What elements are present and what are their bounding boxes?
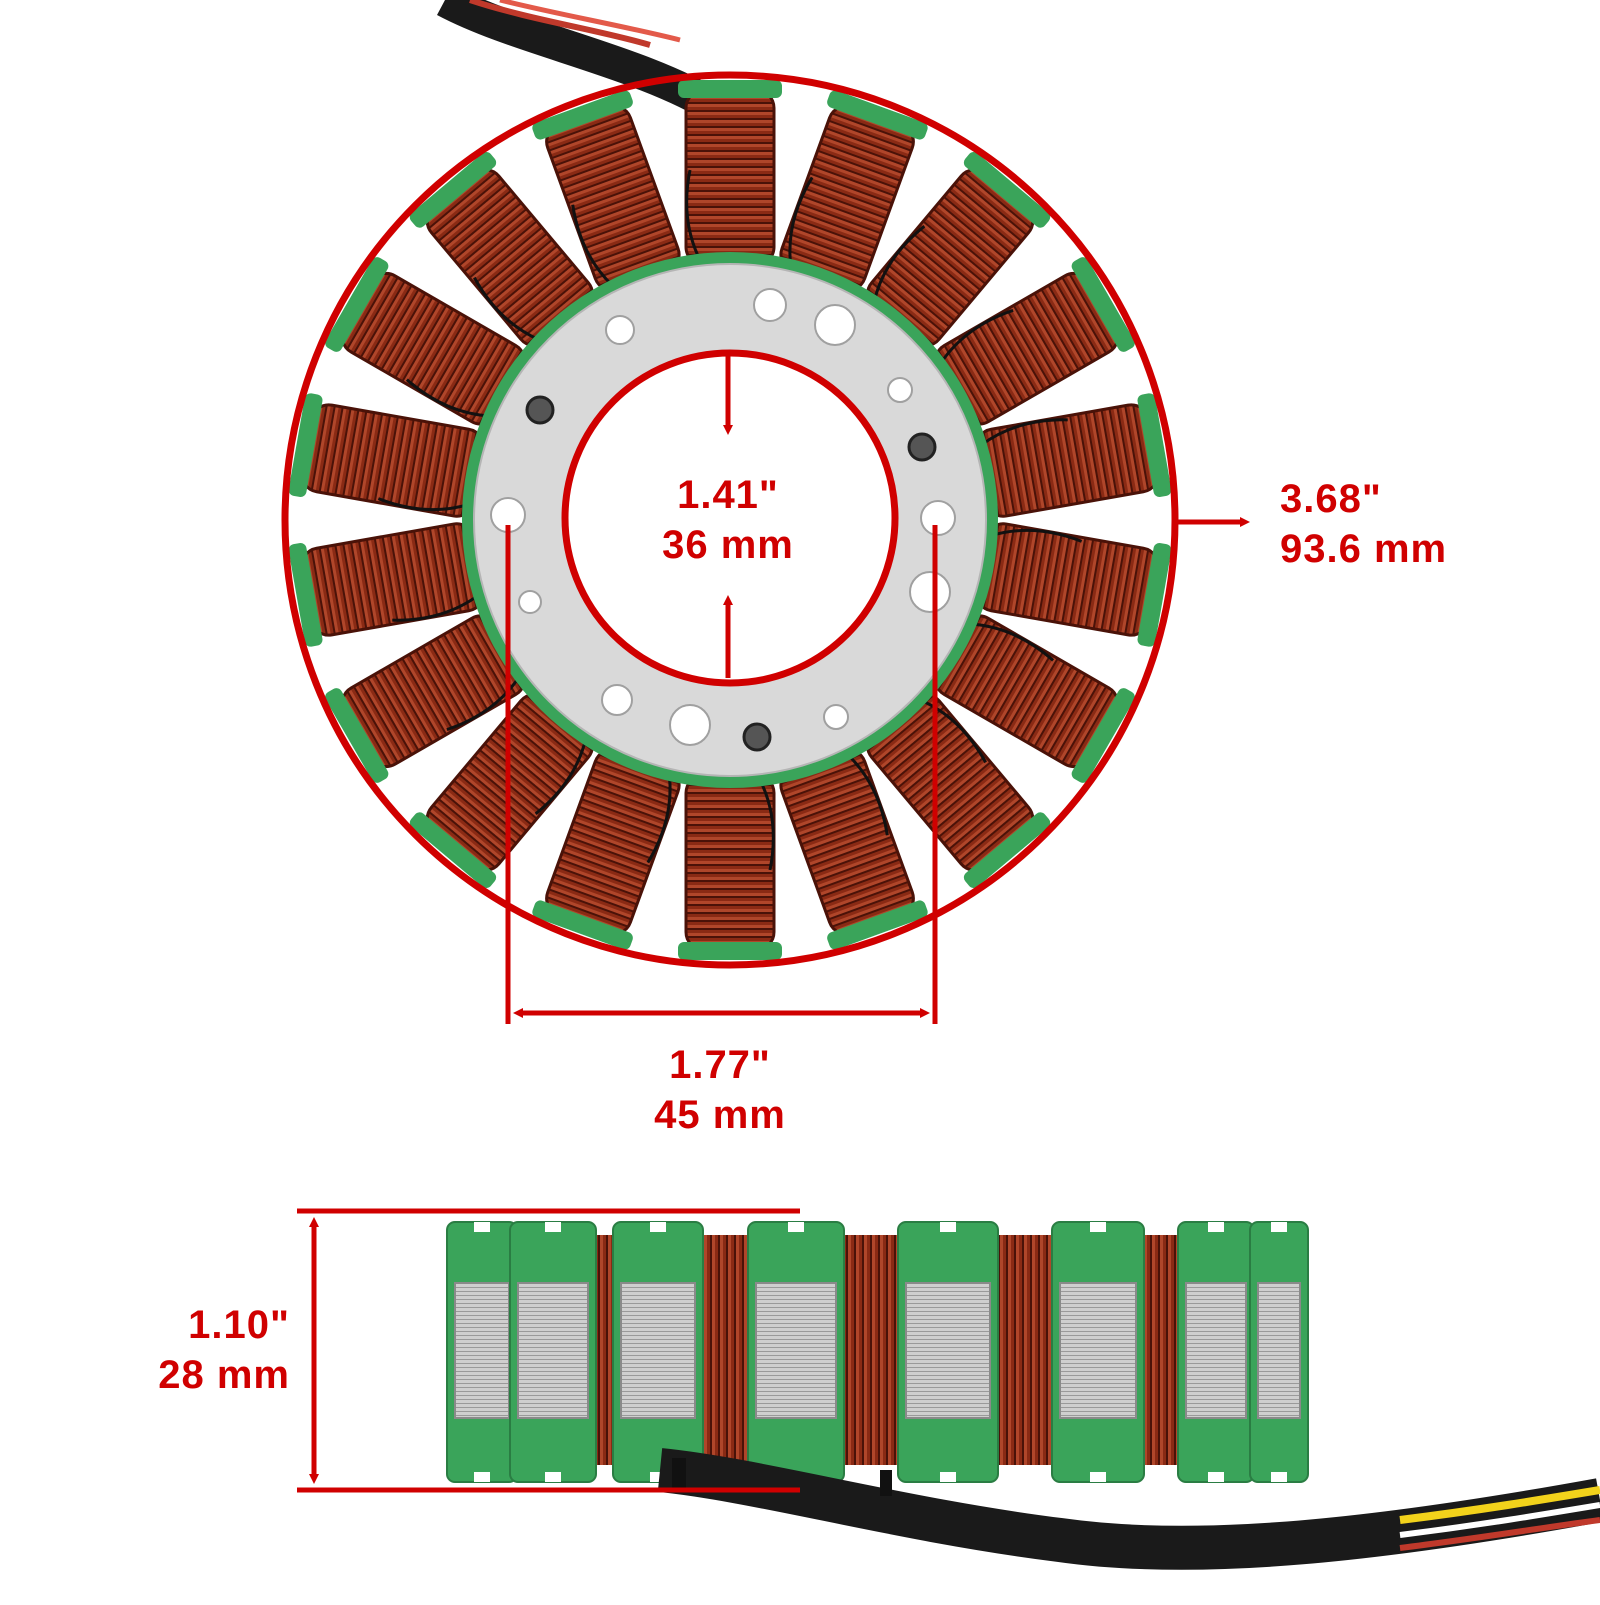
stator-coil [532,748,681,950]
stator-coil [288,522,486,647]
stator-pole [1249,1221,1309,1483]
plate-hole [753,288,787,322]
screw [742,722,772,752]
bolt-spacing-label: 1.77" 45 mm [620,1040,820,1140]
stator-pole [446,1221,518,1483]
height-inch: 1.10" [188,1303,290,1347]
stator-coil [325,257,527,426]
outer-diameter-label: 3.68" 93.6 mm [1280,474,1447,574]
inner-bore-mm: 36 mm [662,523,794,567]
stator-top-view [288,80,1172,960]
stator-side-view [446,1221,1309,1483]
stator-pole [509,1221,597,1483]
plate-hole [518,590,542,614]
bolt-spacing-inch: 1.77" [669,1043,771,1087]
stator-pole [747,1221,845,1483]
outer-diameter-mm: 93.6 mm [1280,527,1448,571]
stator-pole [1177,1221,1255,1483]
plate-hole [814,304,856,346]
screw [525,395,555,425]
height-label: 1.10" 28 mm [120,1300,290,1400]
plate-hole [887,377,913,403]
height-mm: 28 mm [158,1353,290,1397]
stator-coil [866,692,1051,889]
stator-coil [678,773,782,960]
stator-coil [288,393,486,518]
stator-pole [897,1221,999,1483]
plate-hole [605,315,635,345]
stator-coil [779,748,928,950]
bolt-spacing-mm: 45 mm [654,1093,786,1137]
inner-bore-inch: 1.41" [677,473,779,517]
plate-hole [823,704,849,730]
plate-hole [909,571,951,613]
inner-bore-label: 1.41" 36 mm [648,470,808,570]
outer-diameter-outline [281,71,1179,969]
plate-hole [601,684,633,716]
inner-bore-outline [561,349,899,687]
stator-coil [678,80,782,267]
stator-pole [612,1221,704,1483]
stator-pole [1051,1221,1145,1483]
outer-diameter-inch: 3.68" [1280,477,1382,521]
plate-hole [669,704,711,746]
stator-coil [933,257,1135,426]
stator-coil [779,90,928,292]
stator-coil [866,151,1051,348]
screw [907,432,937,462]
dimension-lines [281,71,1250,1493]
plate-hole [920,500,956,536]
center-bore [565,355,895,685]
